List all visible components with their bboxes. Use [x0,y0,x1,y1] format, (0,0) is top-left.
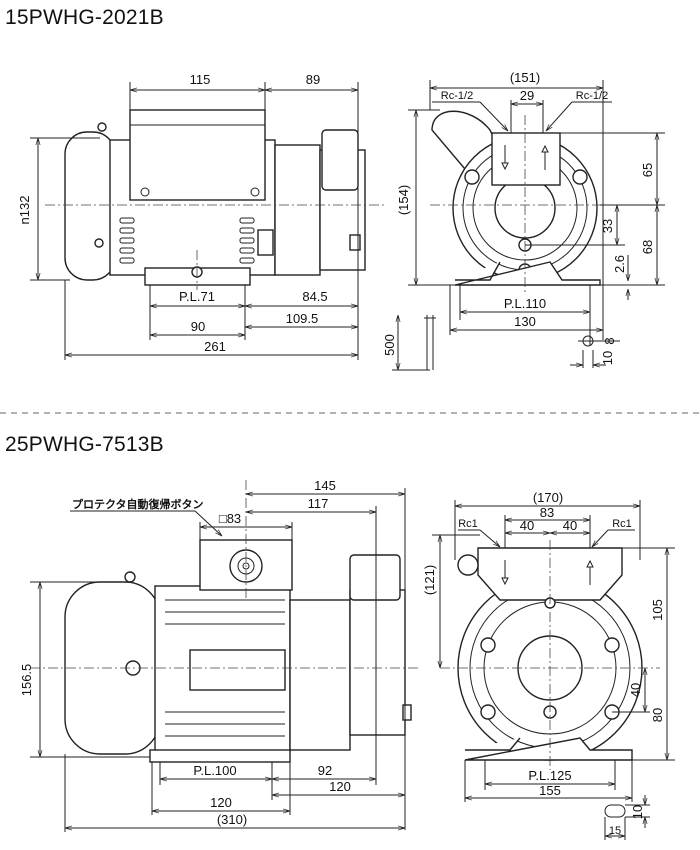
port-label-right-rc1: Rc1 [612,518,632,530]
model-title-1: 15PWHG-2021B [5,6,164,29]
dim-154: (154) [396,185,411,215]
dim-2-6: 2.6 [612,255,627,273]
dim-pl100: P.L.100 [193,763,236,778]
dim-145: 145 [314,478,336,493]
dim-pl110: P.L.110 [504,296,546,311]
dim-170: (170) [533,490,563,505]
dim-310: (310) [217,812,247,827]
dim-120-pump: 120 [329,779,351,794]
dim-130: 130 [514,314,536,329]
dim-80: 80 [650,708,665,722]
dim-68: 68 [640,240,655,254]
front-view-1: (151) Rc-1/2 29 Rc-1/2 (154) 65 68 33 2.… [382,70,665,371]
side-view-2: プロテクタ自動復帰ボタン 145 117 □83 156.5 P.L.100 9… [19,478,420,832]
dim-500: 500 [382,334,397,356]
dim-261: 261 [204,339,226,354]
dim-84-5: 84.5 [302,289,327,304]
dim-155: 155 [539,783,561,798]
dim-121: (121) [422,565,437,595]
dim-109-5: 109.5 [286,311,319,326]
dim-83: 83 [540,505,554,520]
dim-pl71: P.L.71 [179,289,215,304]
front-view-2: (170) 83 40 40 Rc1 Rc1 (121) 105 40 80 P… [422,490,675,840]
dim-117: 117 [308,496,329,511]
dim-40-left: 40 [520,518,534,533]
dim-65: 65 [640,163,655,177]
dim-10-slot: 10 [630,805,645,819]
protector-reset-label: プロテクタ自動復帰ボタン [72,497,204,511]
port-label-right: Rc-1/2 [576,90,608,102]
dim-10: 10 [600,351,615,365]
dim-115: 115 [190,72,211,87]
dim-15-slot: 15 [609,825,621,837]
dim-8: 8 [602,337,617,344]
dim-40-right: 40 [563,518,577,533]
dim-89: 89 [306,72,320,87]
dim-156-5: 156.5 [19,664,34,697]
dim-105: 105 [650,599,665,621]
dim-box-83: □83 [219,511,241,526]
dim-40-lower: 40 [628,683,643,697]
dim-pl125: P.L.125 [528,768,571,783]
dim-120-base: 120 [210,795,232,810]
dim-151: (151) [510,70,540,85]
dim-n132: n132 [17,196,32,225]
side-view-1: 115 89 n132 P.L.71 84.5 109.5 90 261 [17,72,385,360]
port-label-left-rc1: Rc1 [458,518,478,530]
dim-92: 92 [318,763,332,778]
port-label-left: Rc-1/2 [441,90,473,102]
dim-90: 90 [191,319,205,334]
model-title-2: 25PWHG-7513B [5,433,164,456]
dim-33: 33 [600,219,615,233]
dim-29: 29 [520,88,534,103]
